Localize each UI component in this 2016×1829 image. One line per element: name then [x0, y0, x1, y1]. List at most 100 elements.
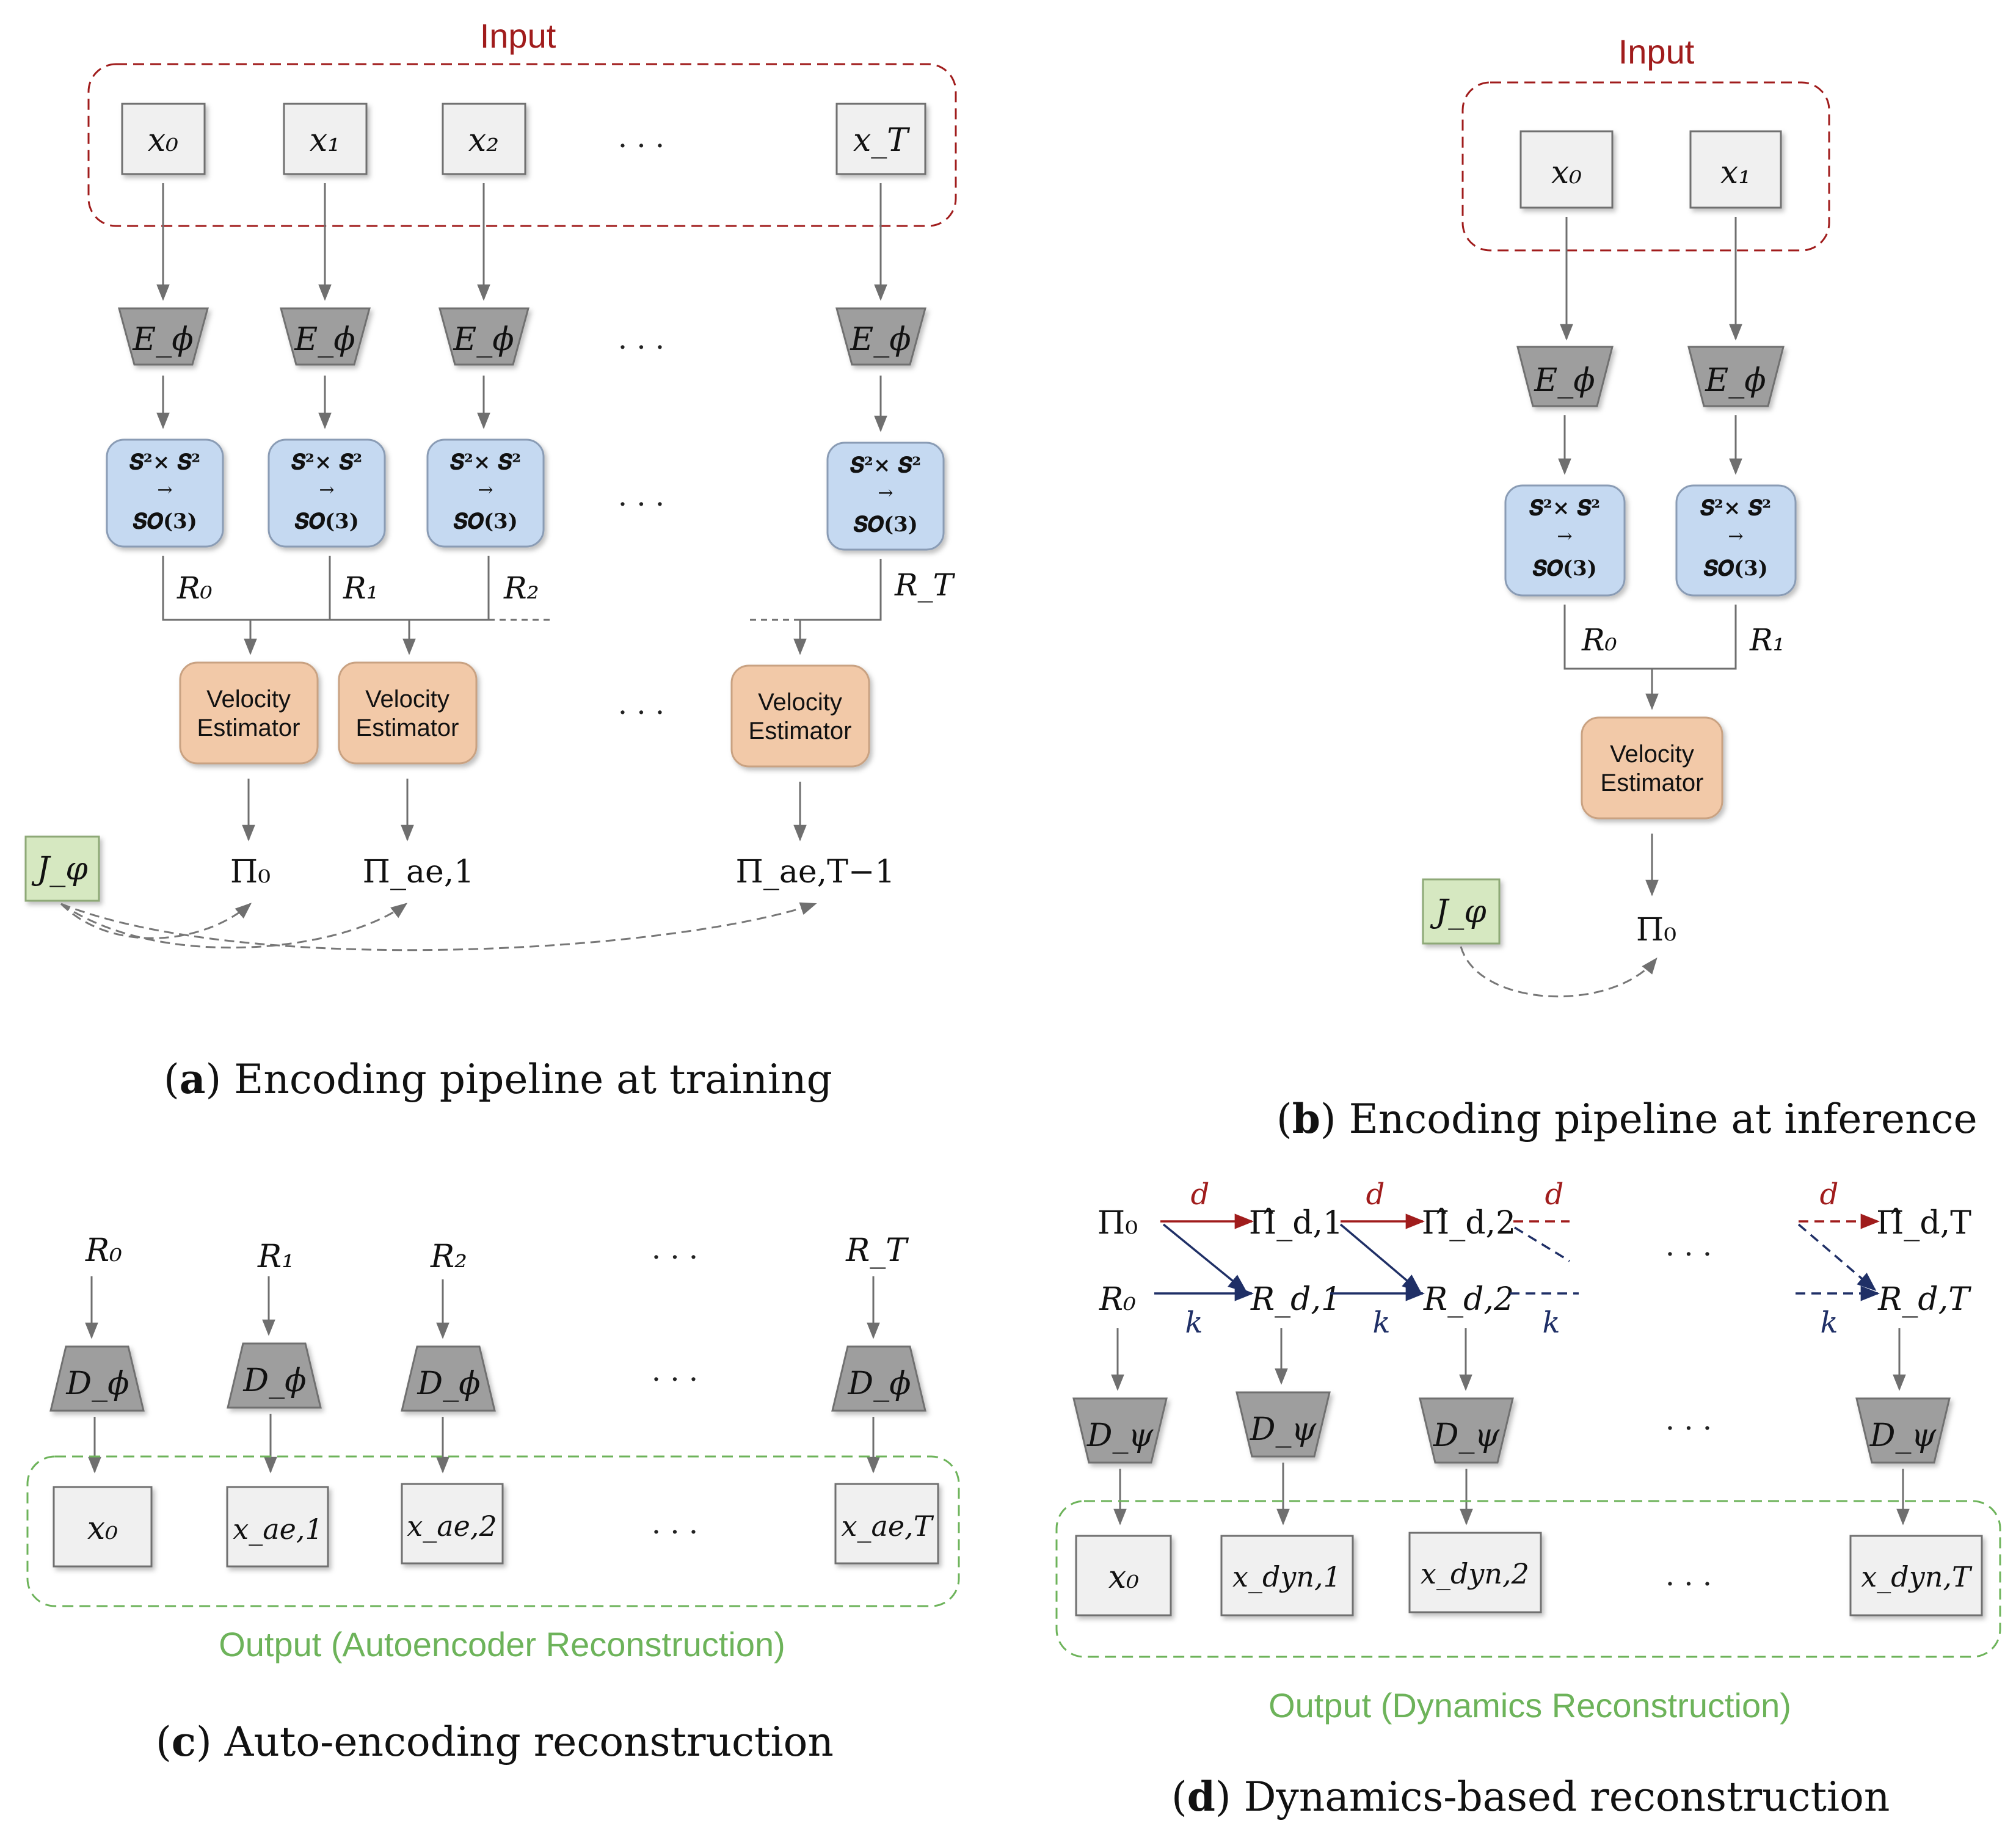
svg-text:→: → [1728, 526, 1743, 547]
encoder-label: E_ϕ [1705, 362, 1766, 399]
output-label-d: Output (Dynamics Reconstruction) [1268, 1686, 1791, 1725]
so3-box: 𝑺²× 𝑺² → 𝑺𝑶(3) [267, 438, 386, 548]
svg-text:𝑺²× 𝑺²: 𝑺²× 𝑺² [450, 450, 521, 475]
svg-text:𝑺𝑶(3): 𝑺𝑶(3) [294, 509, 359, 534]
encoder-trapezoid [1516, 346, 1614, 407]
d-label: d [1820, 1177, 1839, 1212]
so3-box: 𝑺²× 𝑺² → 𝑺𝑶(3) [426, 438, 545, 548]
momentum-label: Π₀ [1636, 912, 1676, 948]
output-box [1075, 1535, 1172, 1616]
output-region-d [1055, 1500, 2001, 1658]
rotation-connectors-a: R₀ R₁ R₂ R_T [162, 556, 956, 655]
decoder-trapezoid [49, 1345, 145, 1412]
k-arrows [1154, 1223, 1880, 1301]
rotation-label: R_d,1 [1250, 1281, 1341, 1318]
velocity-estimator: Velocity Estimator [179, 661, 319, 765]
decoder-trapezoid [1072, 1397, 1168, 1464]
rotation-label: R₁ [1749, 622, 1785, 658]
k-label: k [1372, 1306, 1390, 1340]
encoders-a: E_ϕ E_ϕ E_ϕ E_ϕ · · · [118, 307, 926, 366]
decoder-trapezoid [401, 1345, 496, 1412]
velocity-estimators-a: Velocity Estimator Velocity Estimator Ve… [179, 661, 870, 768]
encoder-label: E_ϕ [132, 321, 193, 358]
ellipsis: · · · [652, 1362, 698, 1397]
input-box-xT [835, 103, 926, 175]
rotation-label: R_T [894, 567, 956, 603]
decoder-trapezoid [227, 1342, 322, 1409]
svg-text:Estimator: Estimator [197, 715, 300, 741]
svg-text:Velocity: Velocity [365, 686, 449, 713]
svg-text:𝑺²× 𝑺²: 𝑺²× 𝑺² [1700, 496, 1771, 520]
velocity-estimator: Velocity Estimator [1581, 716, 1723, 820]
encoder-label: E_ϕ [294, 321, 355, 358]
rotation-label: R₁ [343, 570, 379, 606]
momentum-label: Π̂_d,1 [1249, 1205, 1343, 1242]
d-label: d [1545, 1177, 1564, 1212]
decoder-trapezoid [1419, 1397, 1514, 1464]
momentum-label: Π_ae,T−1 [736, 854, 895, 890]
ellipsis: · · · [1665, 1567, 1712, 1601]
jphi-dashed-arrows-a [60, 902, 817, 951]
svg-text:Estimator: Estimator [356, 715, 459, 741]
panel-b: Input x₀ x₁ E_ϕ E_ϕ 𝑺²× 𝑺² → 𝑺𝑶(3) 𝑺²× 𝑺… [1276, 32, 1978, 1143]
arrows-input-encoder-b [1560, 217, 1742, 341]
output-box [1408, 1532, 1542, 1613]
output-box [226, 1486, 329, 1568]
decoder-trapezoid [1855, 1397, 1951, 1464]
output-region-c [26, 1455, 960, 1607]
output-label: x₀ [87, 1510, 118, 1547]
decoder-label: D_ϕ [242, 1362, 306, 1399]
decoder-label: D_ψ [1869, 1417, 1937, 1454]
output-label: x_ae,1 [233, 1513, 322, 1546]
decoder-label: D_ψ [1433, 1417, 1501, 1454]
input-region-b [1461, 81, 1830, 252]
svg-text:Estimator: Estimator [749, 718, 852, 744]
decoder-trapezoid [1235, 1391, 1331, 1458]
so3-box: 𝑺²× 𝑺² → 𝑺𝑶(3) [826, 442, 945, 551]
encoder-trapezoid [118, 307, 209, 366]
svg-text:→: → [1557, 526, 1572, 547]
encoder-trapezoid [835, 307, 926, 366]
output-box [53, 1486, 153, 1568]
output-label: x_ae,2 [407, 1510, 497, 1543]
decoder-label: D_ψ [1250, 1411, 1317, 1448]
k-label: k [1820, 1306, 1838, 1340]
svg-text:→: → [157, 479, 172, 501]
momentum-label: Π₀ [1097, 1205, 1138, 1242]
caption-c: (c) Auto-encoding reconstruction [156, 1718, 834, 1765]
svg-text:𝑺²× 𝑺²: 𝑺²× 𝑺² [1529, 496, 1600, 520]
arrows-velocity-momenta-a [242, 779, 807, 842]
svg-text:J_φ: J_φ [1430, 893, 1487, 930]
svg-text:𝑺𝑶(3): 𝑺𝑶(3) [1703, 556, 1768, 581]
svg-text:Estimator: Estimator [1601, 769, 1704, 796]
output-box [834, 1483, 939, 1565]
input-region-a [87, 63, 957, 227]
output-label: x_dyn,T [1861, 1560, 1973, 1593]
input-label-x0: x₀ [148, 122, 178, 159]
svg-text:𝑺𝑶(3): 𝑺𝑶(3) [453, 509, 518, 534]
ellipsis: · · · [1665, 1411, 1712, 1445]
d-label: d [1366, 1177, 1385, 1212]
k-label: k [1542, 1306, 1560, 1340]
caption-b: (b) Encoding pipeline at inference [1276, 1095, 1978, 1143]
panel-a: Input x₀ x₁ x₂ x_T · · · E_ϕ E_ϕ [24, 16, 957, 1103]
output-boxes-c: x₀ x_ae,1 x_ae,2 x_ae,T · · · [53, 1483, 939, 1568]
svg-text:→: → [319, 479, 334, 501]
arrows-encoder-so3-a [156, 376, 887, 432]
output-box [1849, 1535, 1983, 1616]
svg-text:Velocity: Velocity [206, 686, 291, 713]
ellipsis: · · · [618, 330, 664, 365]
arrows-rotation-decoder-d [1111, 1328, 1906, 1391]
momentum-label: Π_ae,1 [363, 854, 475, 890]
rotation-label: R₁ [257, 1238, 294, 1275]
svg-text:𝑺𝑶(3): 𝑺𝑶(3) [1532, 556, 1597, 581]
input-boxes-a: x₀ x₁ x₂ x_T · · · [121, 103, 926, 175]
rotation-label: R₀ [1581, 622, 1617, 658]
decoder-label: D_ϕ [847, 1365, 911, 1402]
svg-text:𝑺𝑶(3): 𝑺𝑶(3) [853, 512, 918, 537]
encoder-label: E_ϕ [850, 321, 911, 358]
decoder-trapezoid [831, 1345, 926, 1412]
so3-box: 𝑺²× 𝑺² → 𝑺𝑶(3) [106, 438, 224, 548]
input-label-x0: x₀ [1551, 155, 1582, 191]
